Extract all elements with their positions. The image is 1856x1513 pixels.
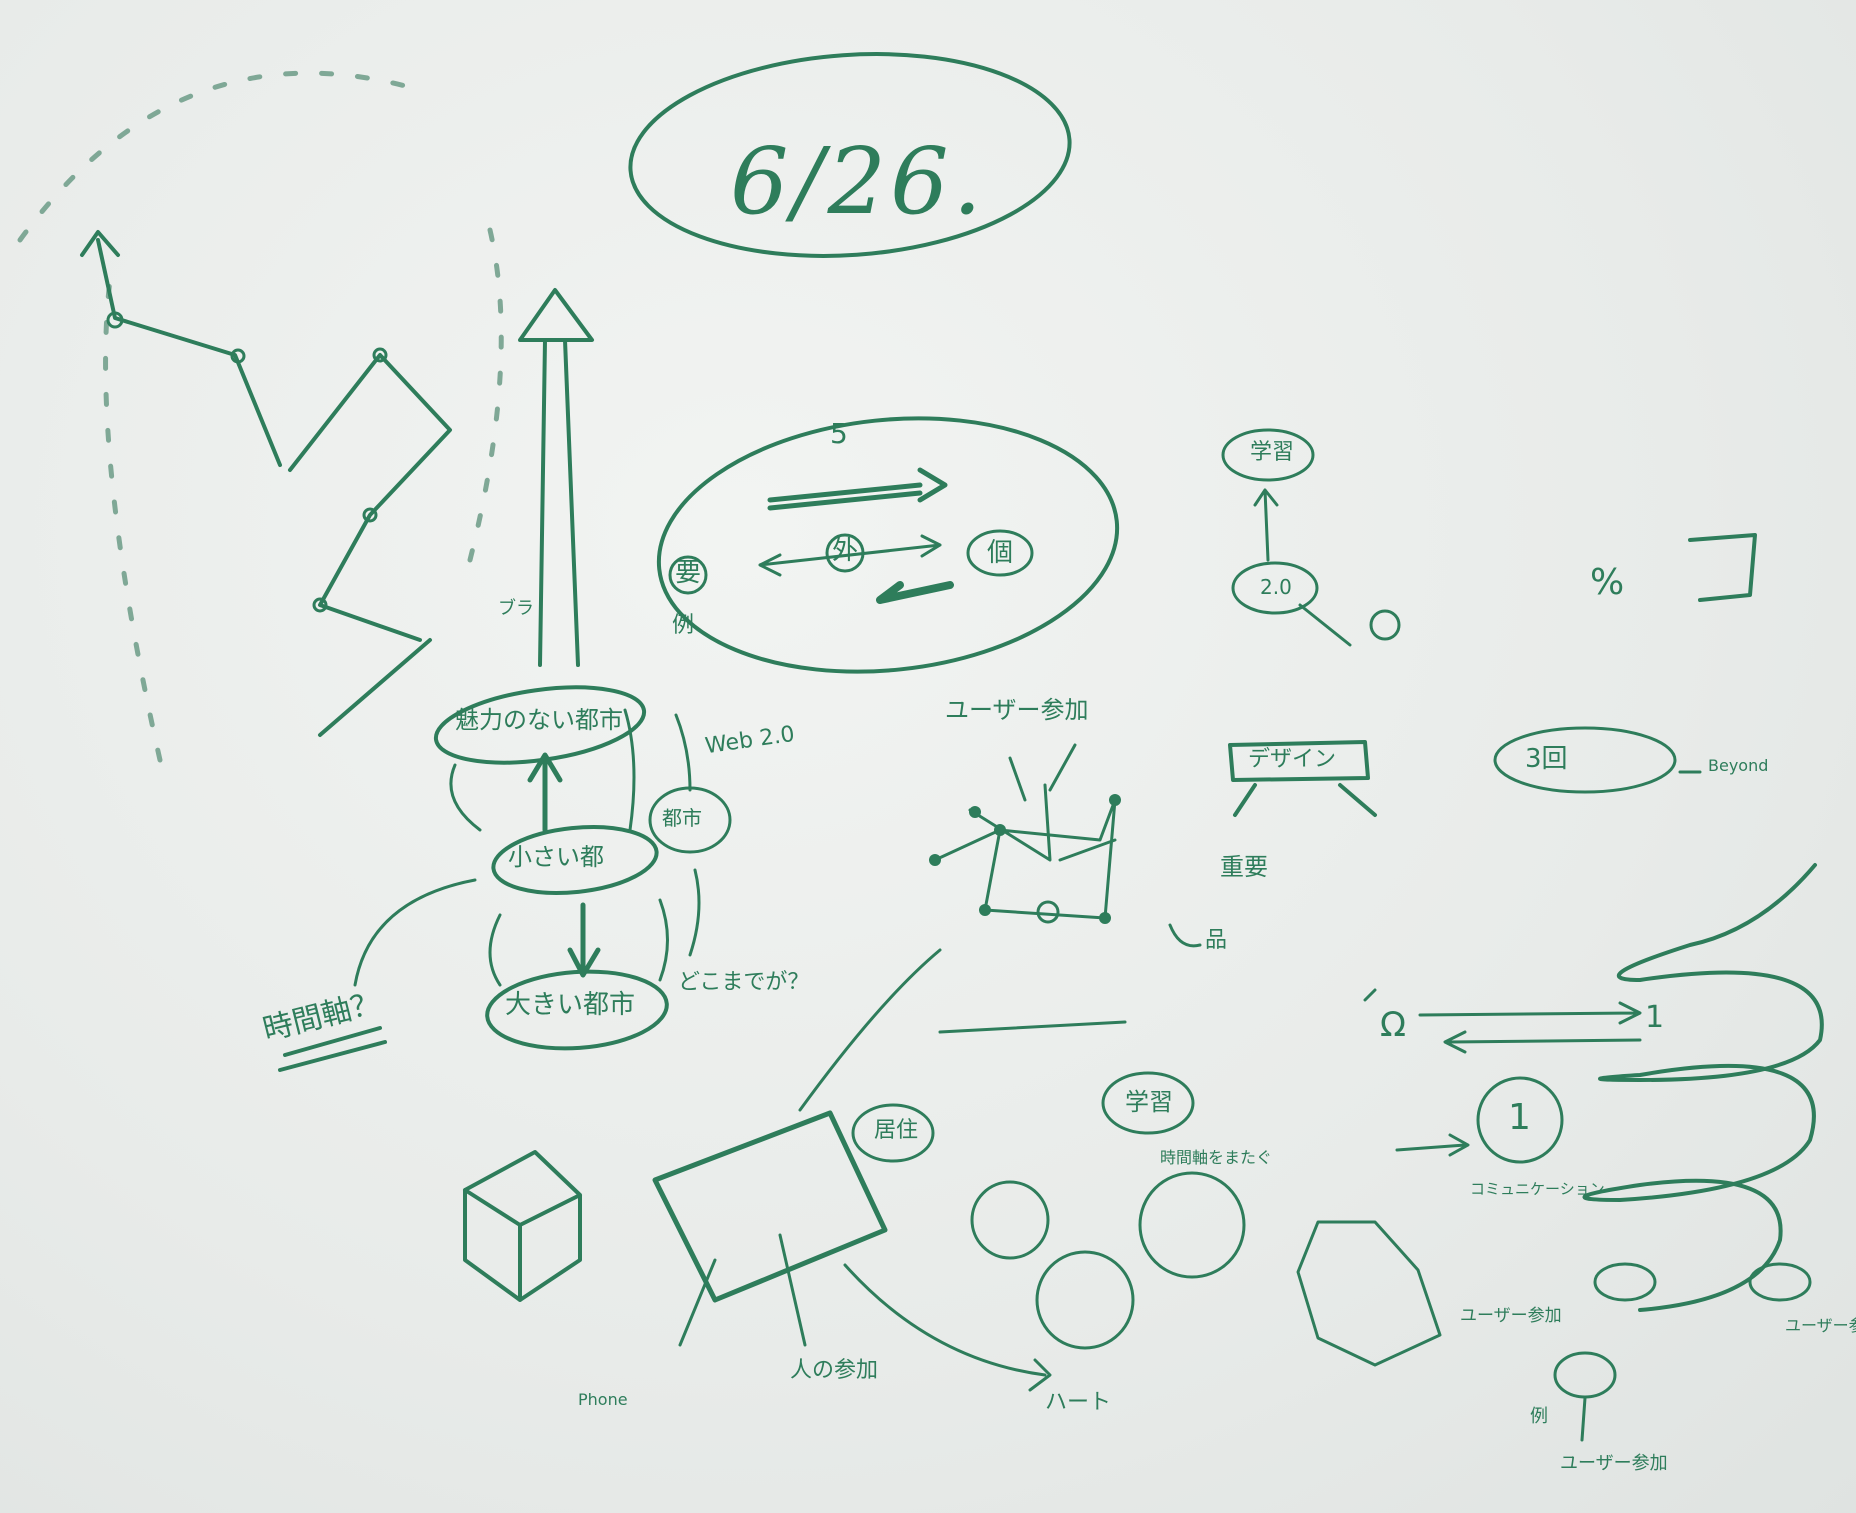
zigzag-line [98, 240, 450, 735]
spiral-node-a [1595, 1264, 1655, 1300]
spiral-node-c-stem [1582, 1398, 1585, 1440]
hold-ellipse [1495, 728, 1675, 792]
network-dot [1109, 794, 1121, 806]
small-circle-label: 2.0 [1260, 577, 1292, 597]
small-circle [1371, 611, 1399, 639]
percent-label: % [1590, 565, 1624, 601]
design-sub-arrow [1170, 925, 1200, 946]
flow-right-label: 個 [987, 540, 1013, 566]
spiral-label-c: ユーザー参加 [1560, 1455, 1668, 1473]
circle-b-label: 学習 [1125, 1090, 1173, 1114]
spiral-node-c [1555, 1353, 1615, 1397]
circle-a-label: 居住 [874, 1120, 918, 1142]
circle-b-sub: 時間軸をまたぐ [1160, 1150, 1272, 1166]
rect-to-network [800, 950, 940, 1110]
network-dot [994, 824, 1006, 836]
bottom-heart-label: ハート [1045, 1392, 1111, 1414]
spiral-node-b [1750, 1264, 1810, 1300]
flow-left-sub: 例 [672, 615, 694, 637]
flow-center-label: 外 [832, 538, 858, 564]
network-dot [1099, 912, 1111, 924]
bottom-circle-1 [972, 1182, 1048, 1258]
hex-sub-label: ユーザー参加 [1460, 1308, 1562, 1325]
date-label: 6/26. [730, 128, 986, 235]
city-mid-label: 小さい都 [508, 845, 604, 869]
hold-side-label: Beyond [1708, 758, 1768, 774]
bottom-circle-2 [1037, 1252, 1133, 1348]
city-mid-side-label: 都市 [662, 808, 702, 828]
cube [465, 1152, 580, 1300]
percent-glyph [1690, 535, 1755, 600]
swap-arrows [1365, 990, 1640, 1052]
design-sub2-label: 品 [1205, 930, 1227, 952]
network-dot [969, 806, 981, 818]
swap-right-label: 1 [1645, 1003, 1664, 1033]
bottom-rect-sub: 人の参加 [790, 1360, 878, 1382]
circle-b-arrow [1397, 1135, 1468, 1155]
city-top-label: 魅力のない都市 [455, 708, 623, 732]
flow-left-label: 要 [675, 560, 701, 586]
spiral-label-a: ユーザー参加 [1785, 1318, 1856, 1334]
bottom-circle-3 [1140, 1173, 1244, 1277]
design-sub-label: 重要 [1220, 855, 1268, 879]
network-underline [940, 1022, 1125, 1032]
spiral [1584, 865, 1821, 1310]
flow-ellipse [646, 397, 1130, 694]
bottom-phone-label: Phone [578, 1392, 628, 1408]
flow-bold-arrow [880, 585, 950, 600]
hold-label: 3回 [1525, 746, 1568, 772]
design-box-label: デザイン [1248, 749, 1336, 771]
time-axis-curve [355, 880, 475, 985]
network-dot [929, 854, 941, 866]
circle-d-label: 1 [1508, 1100, 1531, 1136]
user-participation-label: ユーザー参加 [945, 698, 1089, 722]
network-dot [979, 904, 991, 916]
network-lines [935, 745, 1115, 918]
circle-d-sub: コミュニケーション [1470, 1182, 1605, 1197]
network-node [1038, 902, 1058, 922]
swap-left-label: Ω [1380, 1008, 1406, 1042]
hexagon [1298, 1222, 1440, 1365]
top-small-label: 学習 [1250, 442, 1294, 464]
arrow-top-note: 5 [830, 420, 848, 448]
flow-top-arrow [770, 470, 945, 508]
tower-side-note: ブラ [498, 600, 534, 618]
city-bottom-label: 大きい都市 [505, 992, 635, 1018]
spiral-label-b: 例 [1530, 1408, 1548, 1426]
city-bottom-side-note: どこまでが？ [678, 972, 809, 994]
